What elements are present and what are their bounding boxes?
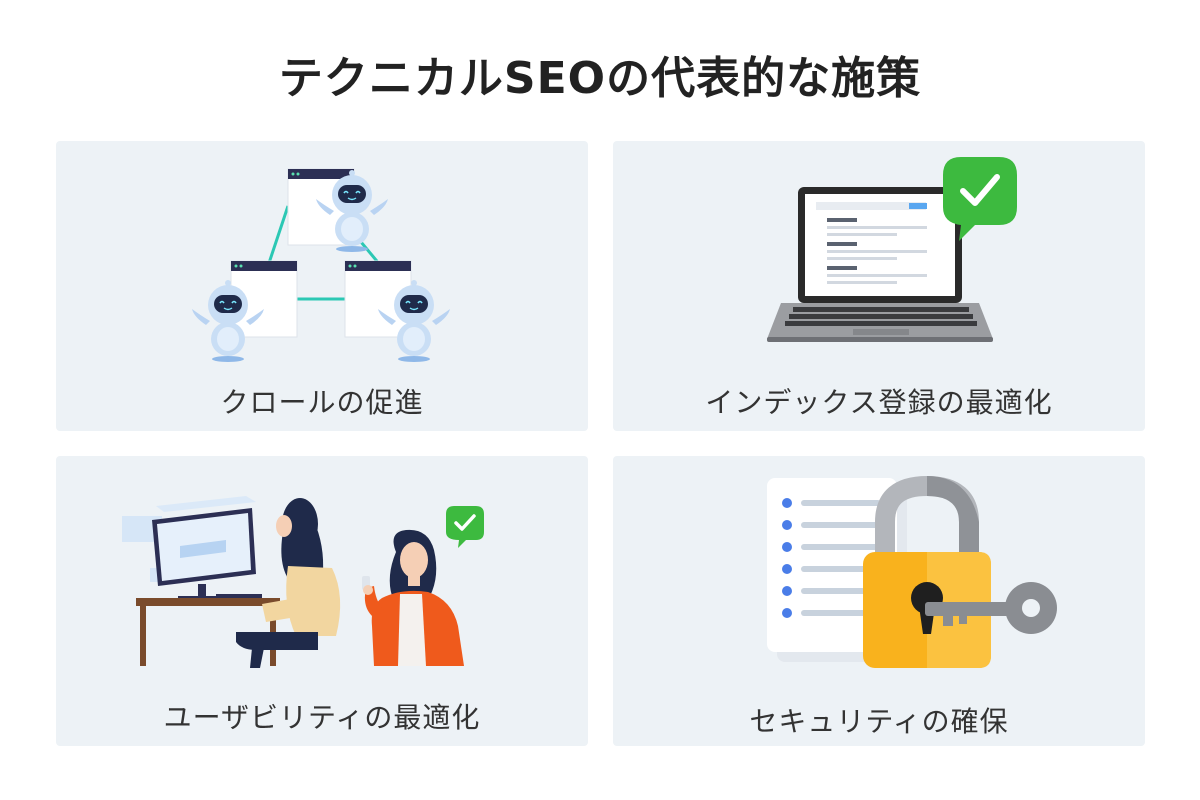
browser-window-icon bbox=[230, 260, 298, 338]
monitor-icon bbox=[152, 496, 256, 601]
woman-with-phone-figure bbox=[362, 529, 464, 666]
card-label: インデックス登録の最適化 bbox=[705, 386, 1053, 419]
card-index: インデックス登録の最適化 bbox=[613, 141, 1145, 431]
check-bubble-icon bbox=[446, 506, 484, 548]
card-security: セキュリティの確保 bbox=[613, 456, 1145, 746]
card-usability: ユーザビリティの最適化 bbox=[56, 456, 588, 746]
page-title: テクニカルSEOの代表的な施策 bbox=[278, 53, 922, 104]
usability-people-illustration bbox=[122, 496, 484, 668]
lock-key-illustration bbox=[767, 475, 1057, 668]
woman-at-desk-figure bbox=[236, 498, 341, 668]
crawl-robots-illustration bbox=[191, 168, 451, 363]
card-label: ユーザビリティの最適化 bbox=[163, 701, 481, 734]
card-label: セキュリティの確保 bbox=[749, 705, 1009, 738]
card-label: クロールの促進 bbox=[220, 386, 424, 419]
padlock-icon bbox=[863, 475, 991, 668]
key-icon bbox=[925, 582, 1057, 634]
card-crawl: クロールの促進 bbox=[56, 141, 588, 431]
check-bubble-icon bbox=[943, 157, 1017, 241]
laptop-icon bbox=[767, 187, 993, 342]
connector-line bbox=[266, 205, 290, 267]
laptop-check-illustration bbox=[767, 157, 1017, 342]
